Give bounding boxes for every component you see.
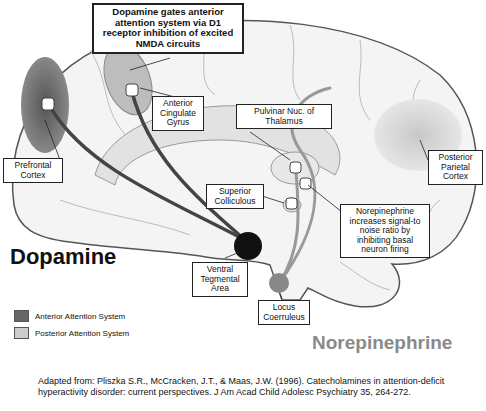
vta-nucleus — [234, 232, 262, 260]
callout-box: Dopamine gates anterior attention system… — [92, 3, 244, 54]
dopamine-pathway — [52, 92, 245, 240]
transmitter-label: Dopamine — [10, 244, 116, 270]
region-label: Superior Colliculous — [206, 184, 264, 209]
node-text: Norepinephrine increases signal-to noise… — [344, 207, 426, 255]
legend-row: Anterior Attention System — [14, 310, 129, 322]
caption: Adapted from: Pliszka S.R., McCracken, J… — [38, 376, 478, 398]
node-text: Prefrontal Cortex — [7, 161, 59, 180]
node-text: Dopamine gates anterior attention system… — [97, 7, 239, 50]
legend-row: Posterior Attention System — [14, 327, 129, 339]
legend-swatch — [14, 327, 29, 339]
prefrontal-region — [21, 57, 69, 153]
node-text: Locus Coerruleus — [262, 303, 306, 322]
lc-nucleus — [269, 273, 289, 293]
gyri — [60, 25, 440, 290]
neuron-symbol — [42, 84, 311, 209]
region-label: Ventral Tegmental Area — [192, 262, 248, 297]
region-label: Locus Coerruleus — [258, 300, 310, 325]
node-text: Pulvinar Nuc. of Thalamus — [240, 107, 328, 126]
label-text: Norepinephrine — [312, 332, 452, 353]
node-text: Posterior Parietal Cortex — [432, 153, 479, 182]
legend-text: Posterior Attention System — [35, 329, 129, 338]
node-text: Superior Colliculous — [210, 187, 260, 206]
thalamus — [271, 152, 319, 184]
legend-text: Anterior Attention System — [35, 312, 125, 321]
region-label: Pulvinar Nuc. of Thalamus — [236, 104, 332, 129]
transmitter-label: Norepinephrine — [312, 332, 452, 354]
region-label: Posterior Parietal Cortex — [428, 150, 483, 185]
node-text: Ventral Tegmental Area — [196, 265, 244, 294]
node-text: Anterior Cingulate Gyrus — [156, 99, 200, 128]
callout-box: Norepinephrine increases signal-to noise… — [340, 204, 430, 258]
label-text: Dopamine — [10, 244, 116, 269]
region-label: Anterior Cingulate Gyrus — [152, 96, 204, 131]
region-label: Prefrontal Cortex — [3, 158, 63, 183]
caption-text: Adapted from: Pliszka S.R., McCracken, J… — [38, 376, 444, 397]
legend-swatch — [14, 310, 29, 322]
